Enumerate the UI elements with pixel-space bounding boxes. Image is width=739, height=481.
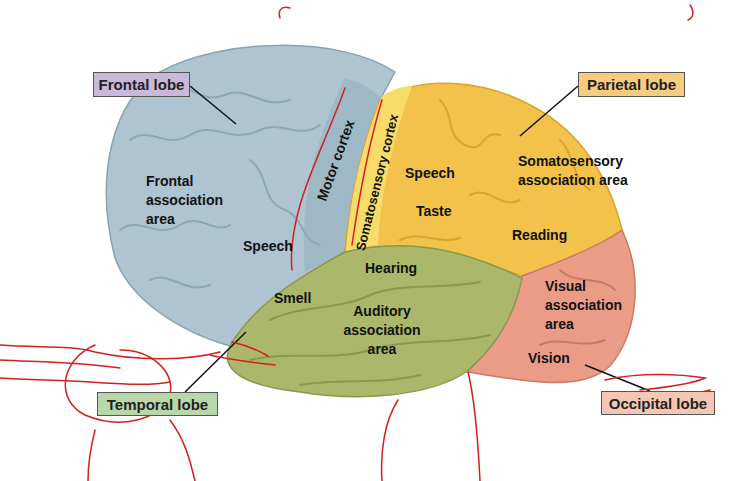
lobe-label-box: Frontal lobe: [93, 72, 190, 97]
lobe-name: Parietal lobe: [587, 76, 676, 93]
region-label: Speech: [405, 164, 475, 183]
region-label: Speech: [243, 237, 313, 256]
leader-lines: [185, 86, 650, 392]
region-label: Vision: [528, 349, 598, 368]
temporal-gyri: [250, 282, 490, 385]
region-label: Auditory association area: [336, 302, 428, 359]
temporal-lobe-region: [227, 246, 522, 397]
lobe-label-box: Occipital lobe: [601, 391, 715, 415]
region-label: Hearing: [365, 259, 445, 278]
region-label: Taste: [416, 202, 476, 221]
lobe-name: Occipital lobe: [609, 395, 707, 412]
region-label: Visual association area: [545, 277, 640, 334]
lobe-label-box: Temporal lobe: [97, 392, 218, 416]
parietal-gyri: [400, 100, 590, 240]
region-label: Reading: [512, 226, 592, 245]
region-label: Frontal association area: [146, 172, 246, 229]
region-label: Smell: [274, 289, 334, 308]
lobe-name: Frontal lobe: [99, 76, 185, 93]
lobe-name: Temporal lobe: [107, 396, 208, 413]
region-label: Somatosensory association area: [518, 152, 640, 190]
frontal-gyri: [120, 88, 320, 288]
lobe-label-box: Parietal lobe: [578, 72, 685, 97]
